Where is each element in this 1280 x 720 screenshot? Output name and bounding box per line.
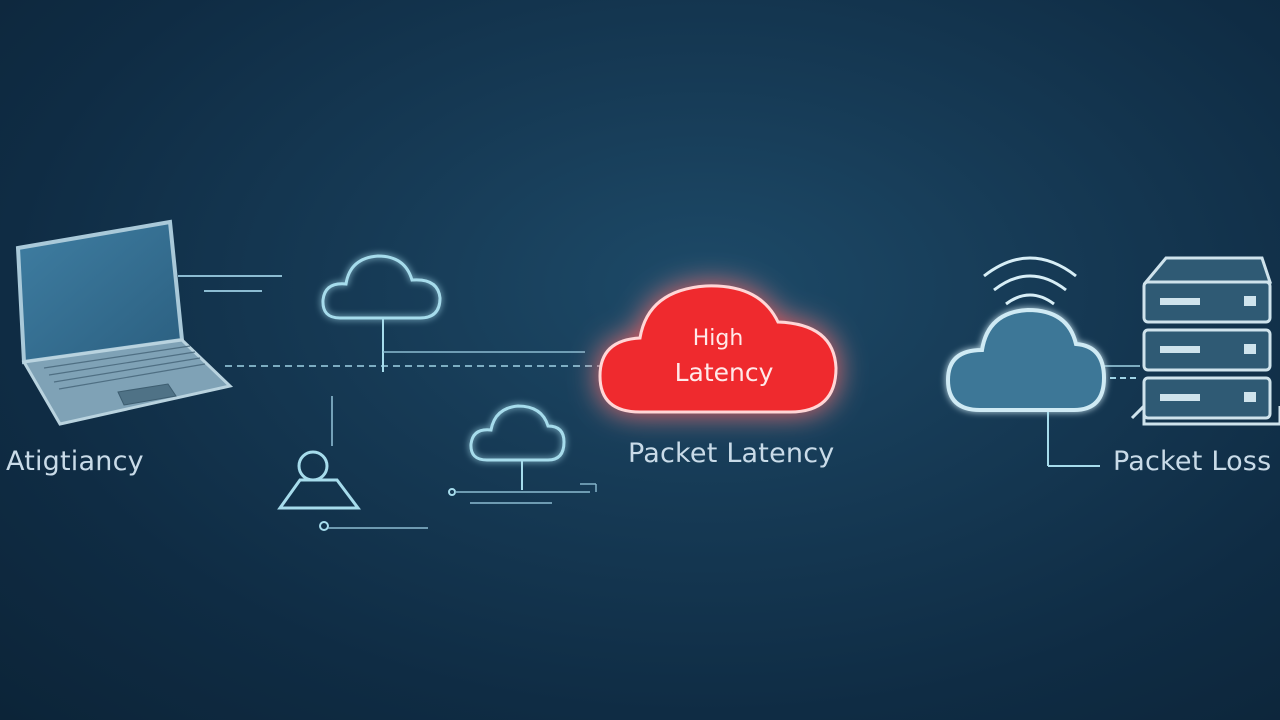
user-icon: [277, 396, 428, 531]
cloud-icon-top: [321, 254, 585, 372]
cloud-icon-right: [945, 307, 1107, 467]
laptop-icon: [15, 219, 234, 426]
alert-cloud-line1: High: [693, 326, 744, 351]
wifi-icon: [983, 256, 1077, 306]
alert-cloud-caption: Packet Latency: [628, 438, 835, 469]
cloud-icon-bottom: [448, 404, 597, 504]
server-icon: [1130, 256, 1280, 426]
server-label: Packet Loss: [1113, 446, 1272, 477]
laptop-connector-lines: [178, 275, 282, 292]
laptop-label: Atigtiancy: [6, 446, 144, 477]
alert-cloud-line2: Latency: [675, 358, 774, 387]
alert-cloud: High Latency: [598, 284, 838, 414]
main-link-line: [225, 365, 1140, 380]
